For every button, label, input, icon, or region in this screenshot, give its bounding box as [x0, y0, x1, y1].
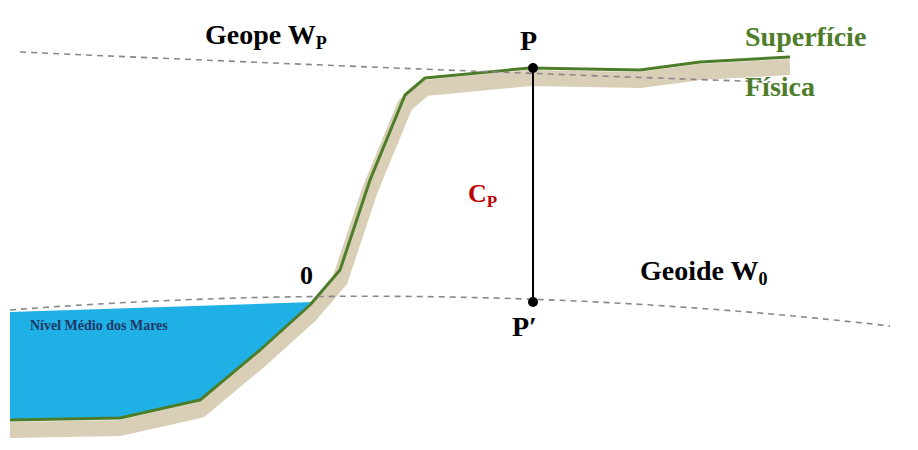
subscript: P	[487, 193, 497, 212]
point-label: P	[520, 26, 537, 57]
physical-surface	[10, 57, 790, 420]
origin-label: 0	[300, 262, 313, 291]
subscript: 0	[758, 270, 767, 290]
geope-line	[20, 52, 770, 82]
plumb-line	[532, 68, 534, 302]
subscript: P	[316, 34, 327, 54]
sea-label: Nível Médio dos Mares	[30, 318, 168, 333]
surface-name: Geoide W	[640, 256, 758, 287]
surface-name: Superfície Física	[745, 12, 905, 112]
point-dot	[528, 63, 538, 73]
terrain-band	[10, 67, 790, 430]
quantity-label: C	[468, 180, 487, 209]
surface-name: Geope W	[205, 20, 316, 51]
point-dot	[528, 297, 538, 307]
point-label: P′	[512, 312, 537, 343]
